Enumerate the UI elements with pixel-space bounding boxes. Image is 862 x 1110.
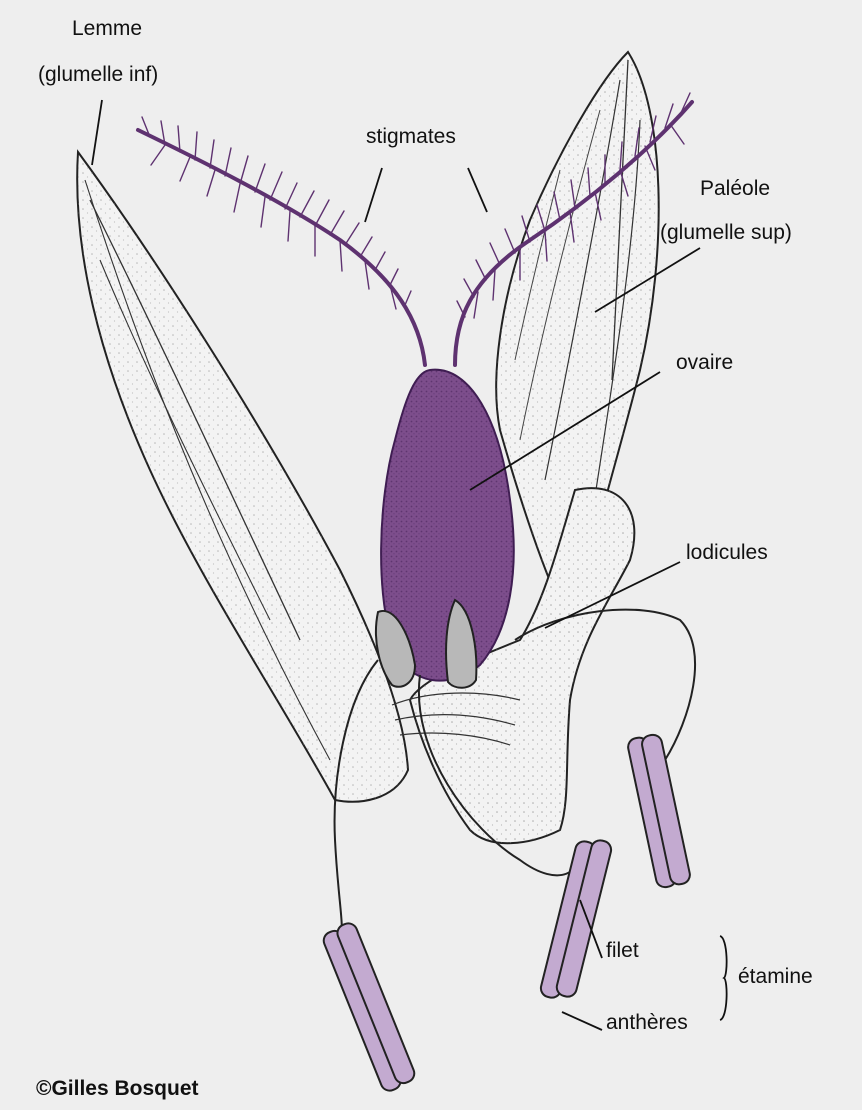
label-lemme-line1: Lemme: [72, 16, 142, 42]
label-paleole-line1: Paléole: [700, 176, 770, 202]
label-lemme-line2: (glumelle inf): [38, 62, 158, 88]
label-filet: filet: [606, 938, 639, 964]
credit-text: ©Gilles Bosquet: [36, 1076, 199, 1102]
label-paleole-line2: (glumelle sup): [660, 220, 792, 246]
label-ovaire: ovaire: [676, 350, 733, 376]
lemme-bract: [77, 152, 408, 802]
label-lodicules: lodicules: [686, 540, 768, 566]
label-antheres: anthères: [606, 1010, 688, 1036]
label-stigmates: stigmates: [366, 124, 456, 150]
label-etamine: étamine: [738, 964, 813, 990]
